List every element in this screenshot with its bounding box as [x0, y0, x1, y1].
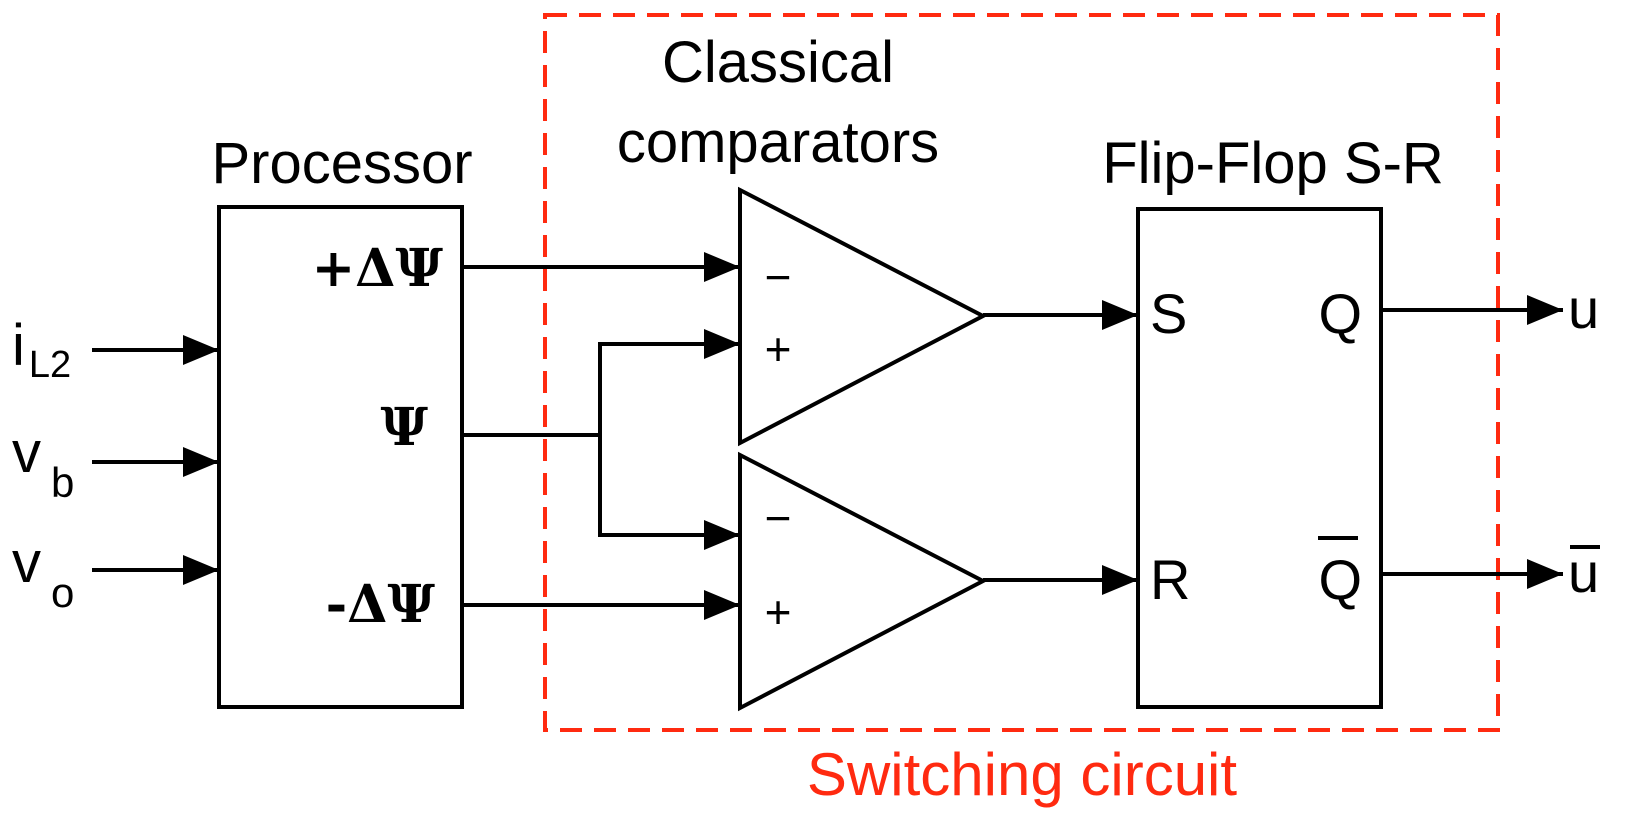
comparator-bottom-minus: − — [765, 492, 792, 544]
plus-delta-psi-label: +ΔΨ — [312, 238, 444, 299]
output-u-label: u — [1568, 277, 1599, 340]
flipflop-block — [1136, 207, 1383, 709]
comparator-top — [738, 186, 988, 447]
processor-block — [217, 205, 464, 709]
flipflop-title: Flip-Flop S-R — [1102, 131, 1444, 196]
comparator-top-plus: + — [765, 323, 792, 375]
flipflop-s-label: S — [1150, 282, 1187, 345]
minus-delta-psi-label: -ΔΨ — [326, 574, 436, 635]
processor-title: Processor — [211, 131, 472, 196]
psi-label: Ψ — [381, 397, 429, 458]
switching-circuit-boundary — [543, 13, 1500, 732]
flipflop-qbar-label: Q — [1318, 548, 1362, 611]
flipflop-r-label: R — [1150, 548, 1190, 611]
flipflop-q-label: Q — [1318, 282, 1362, 345]
comparator-bottom-plus: + — [765, 586, 792, 638]
comparators-title-line2: comparators — [617, 110, 939, 175]
comparator-bottom — [738, 451, 988, 712]
switching-circuit-label: Switching circuit — [807, 741, 1237, 808]
comparator-top-minus: − — [765, 251, 792, 303]
output-ubar-label: u — [1568, 541, 1599, 604]
comparators-title-line1: Classical — [662, 30, 894, 95]
